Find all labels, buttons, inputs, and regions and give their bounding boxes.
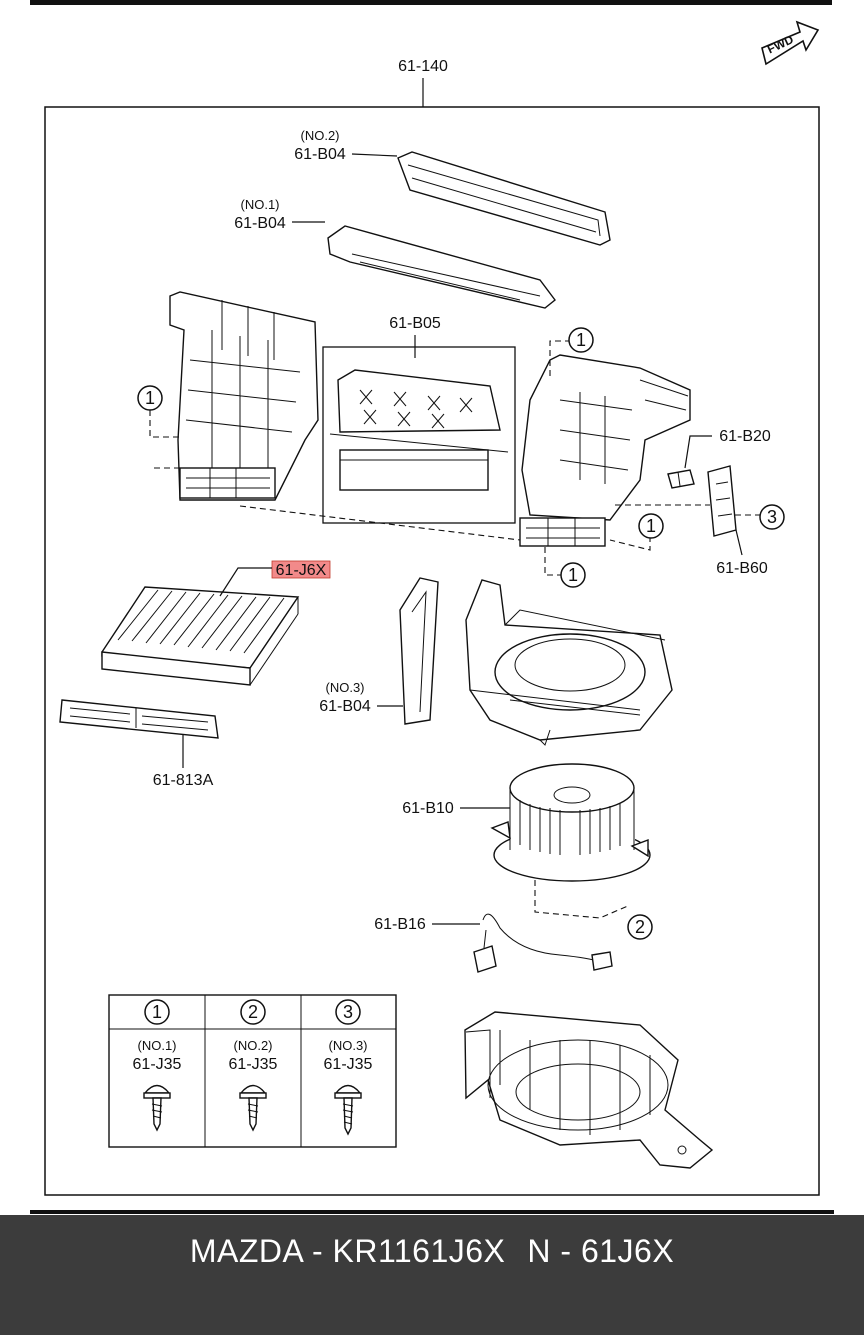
screw-icon (143, 1084, 171, 1132)
svg-text:1: 1 (646, 516, 656, 536)
short-code-text: N - 61J6X (527, 1233, 675, 1269)
seal-b04-no2 (397, 151, 611, 246)
footer-caption: MAZDA - KR1161J6X N - 61J6X (0, 1233, 864, 1270)
j6x-highlight (271, 560, 331, 579)
screw-icon (334, 1084, 362, 1136)
footer-bar: MAZDA - KR1161J6X N - 61J6X (0, 1215, 864, 1335)
b04-no3-code: 61-B04 (319, 698, 371, 715)
svg-text:2: 2 (248, 1002, 258, 1022)
b04-no1-tag: (NO.1) (241, 197, 280, 212)
callout-1-left: 1 (137, 385, 163, 411)
parts-diagram: FWD 61-140 (NO.2) 61-B04 (NO.1) 61-B04 6… (30, 0, 832, 1196)
b04-no2-code: 61-B04 (294, 146, 346, 163)
door-b05 (329, 369, 509, 491)
svg-text:1: 1 (145, 388, 155, 408)
b04-no1-code: 61-B04 (234, 215, 286, 232)
b05-label: 61-B05 (389, 315, 441, 332)
callout-3: 3 (759, 504, 785, 530)
svg-text:3: 3 (343, 1002, 353, 1022)
j6x-label: 61-J6X (276, 562, 327, 579)
actuator-b60 (707, 465, 737, 537)
svg-text:1: 1 (152, 1002, 162, 1022)
intake-housing-left (169, 291, 319, 501)
b60-label: 61-B60 (716, 560, 768, 577)
legend-col-3: 3 (NO.3) 61-J35 (324, 999, 373, 1136)
assembly-frame (44, 106, 820, 1196)
callout-2: 2 (627, 914, 653, 940)
b16-label: 61-B16 (374, 916, 426, 933)
seal-b04-no3 (399, 577, 439, 725)
part-number-text: MAZDA - KR1161J6X (189, 1233, 506, 1269)
intake-housing-right (519, 354, 691, 547)
blower-case (465, 579, 673, 746)
svg-text:(NO.2): (NO.2) (234, 1038, 273, 1053)
footer-rule (30, 1210, 834, 1214)
svg-text:61-J35: 61-J35 (133, 1056, 182, 1073)
seal-b04-no1 (327, 225, 556, 309)
svg-text:61-J35: 61-J35 (324, 1056, 373, 1073)
cabin-filter-j6x (101, 586, 300, 686)
callout-1-bottom: 1 (560, 562, 586, 588)
svg-text:(NO.1): (NO.1) (138, 1038, 177, 1053)
callout-1-top: 1 (568, 327, 594, 353)
svg-text:3: 3 (767, 507, 777, 527)
b10-label: 61-B10 (402, 800, 454, 817)
wire-harness-b16 (473, 913, 613, 973)
screw-legend-table: 1 (NO.1) 61-J35 2 (NO.2) 61-J35 3 (NO. (108, 994, 397, 1148)
top-rule (30, 0, 832, 5)
screw-icon (239, 1084, 267, 1132)
svg-text:2: 2 (635, 917, 645, 937)
clip-b20 (667, 469, 695, 489)
b04-no2-tag: (NO.2) (301, 128, 340, 143)
svg-text:1: 1 (576, 330, 586, 350)
b20-label: 61-B20 (719, 428, 771, 445)
813a-label: 61-813A (153, 772, 214, 789)
callout-1-right: 1 (638, 513, 664, 539)
b04-no3-tag: (NO.3) (326, 680, 365, 695)
fwd-arrow-icon: FWD (761, 20, 820, 66)
svg-text:(NO.3): (NO.3) (329, 1038, 368, 1053)
blower-motor-b10 (490, 763, 651, 882)
svg-text:1: 1 (568, 565, 578, 585)
assembly-label: 61-140 (398, 58, 448, 75)
legend-col-2: 2 (NO.2) 61-J35 (229, 999, 278, 1132)
lower-housing (464, 1011, 714, 1169)
grille-813a (59, 699, 219, 739)
svg-text:61-J35: 61-J35 (229, 1056, 278, 1073)
legend-col-1: 1 (NO.1) 61-J35 (133, 999, 182, 1132)
